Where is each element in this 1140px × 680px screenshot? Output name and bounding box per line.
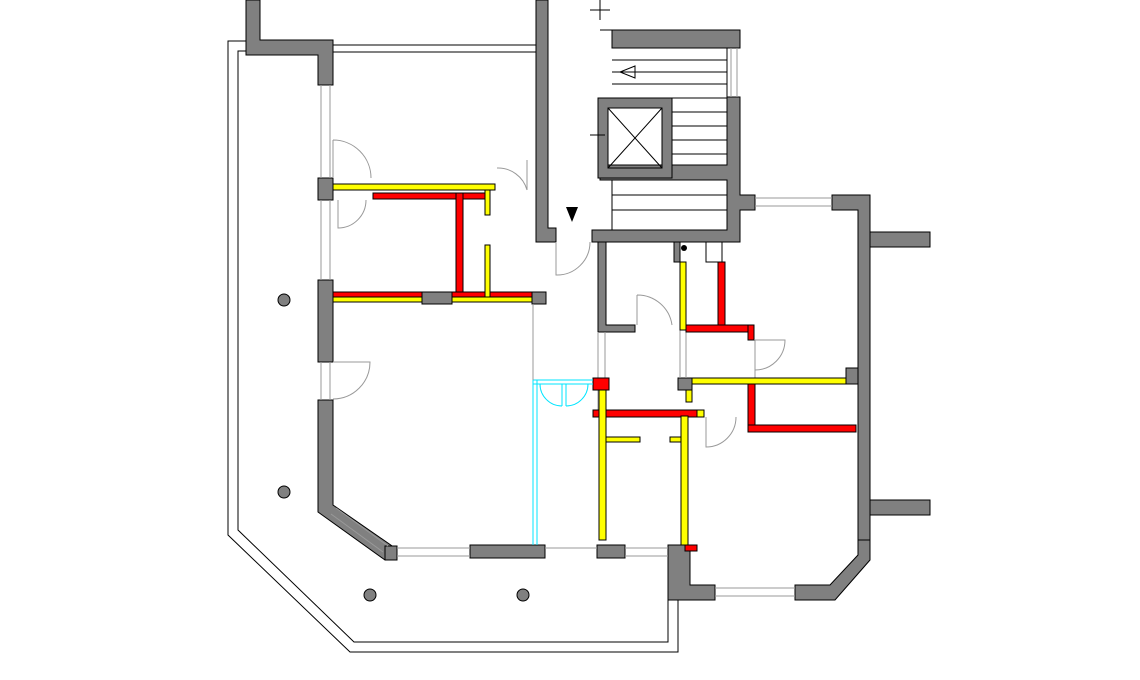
balcony-outline — [227, 40, 679, 653]
columns — [277, 293, 530, 602]
demolished-walls — [332, 192, 857, 552]
column — [277, 485, 291, 499]
new-walls — [332, 183, 847, 546]
column — [363, 588, 377, 602]
drain-icon — [681, 245, 687, 251]
staircase — [590, 0, 727, 230]
column — [516, 588, 530, 602]
entrance-marker-icon — [566, 207, 578, 222]
window-openings — [320, 48, 832, 597]
glass-partition — [532, 379, 593, 545]
column — [277, 293, 291, 307]
doors — [332, 139, 786, 448]
stair-arrow-icon — [618, 65, 636, 79]
